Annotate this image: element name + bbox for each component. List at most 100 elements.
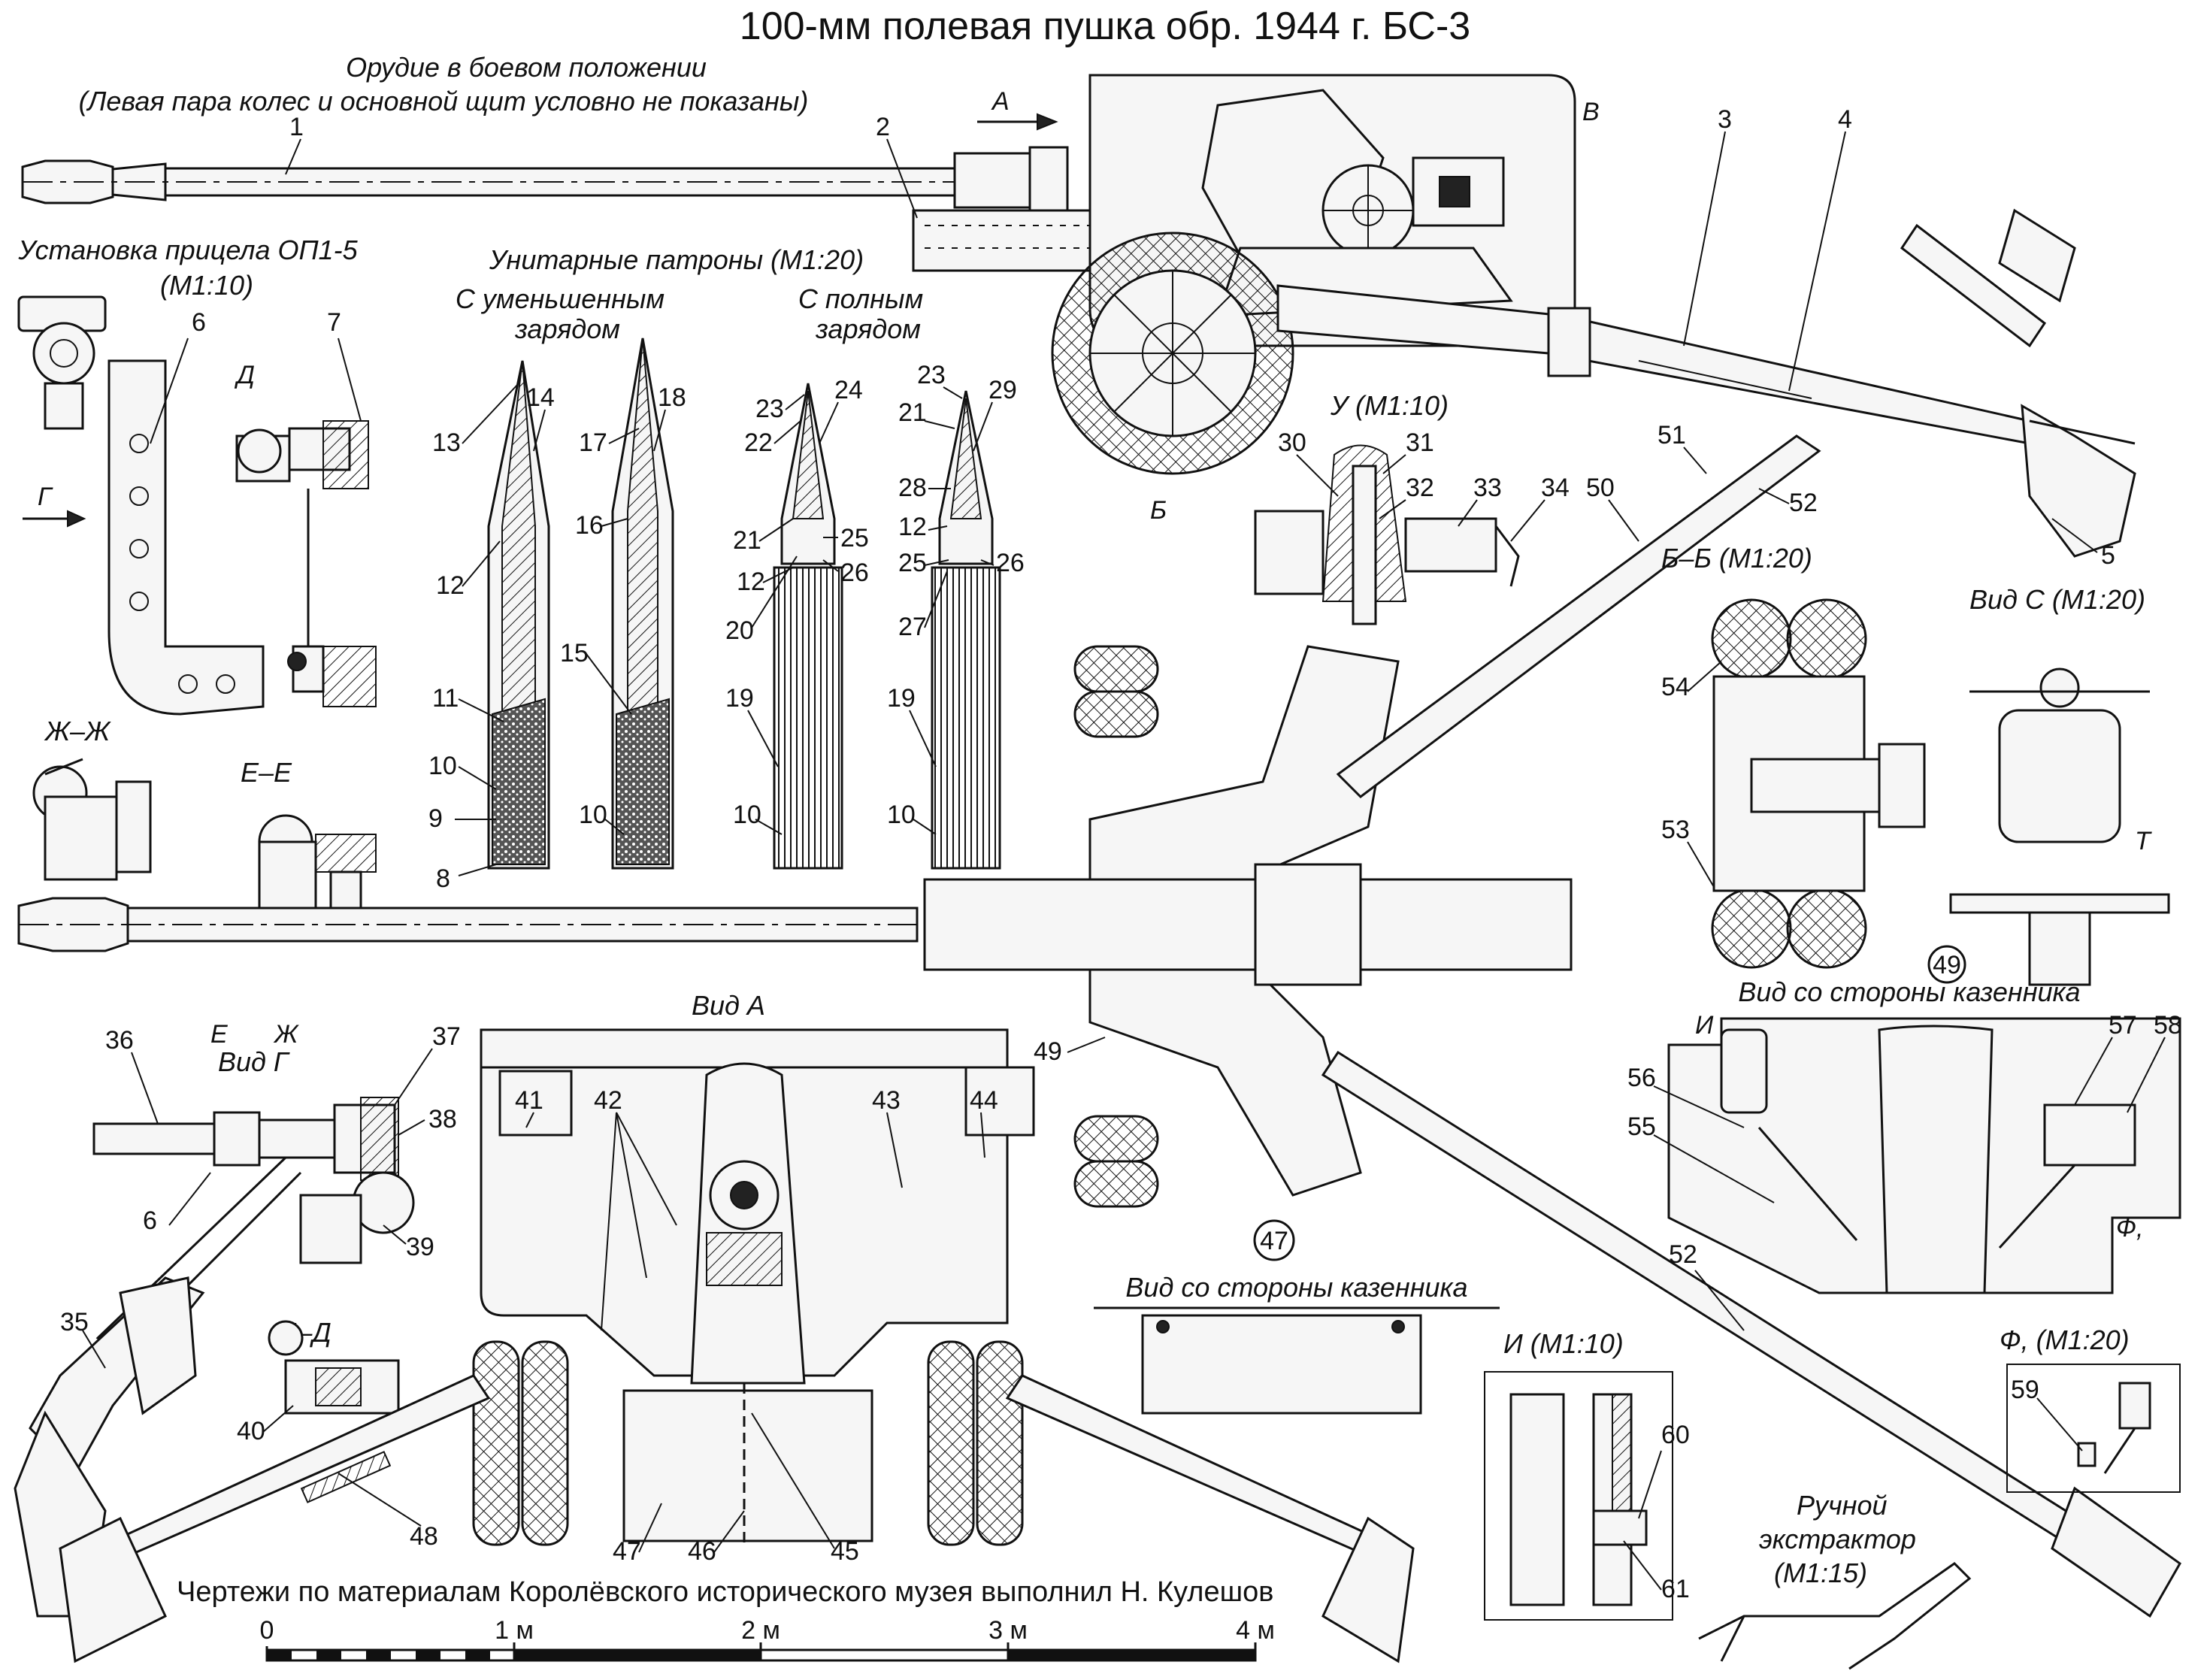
callout-41: 41 (515, 1086, 543, 1115)
callout-5: 5 (2101, 541, 2115, 570)
mark-d: Д (234, 361, 255, 389)
view-zhzh-label: Ж–Ж (44, 716, 111, 746)
callout-3: 3 (1718, 105, 1732, 134)
section-bb-drawing (1711, 598, 1926, 969)
callout-51: 51 (1657, 421, 1686, 450)
arrow-a-head (1037, 113, 1058, 131)
callout-49: 49 (1034, 1037, 1062, 1066)
subtitle-line-2: (Левая пара колес и основной щит условно… (79, 86, 809, 117)
view-u-label: У (М1:10) (1330, 390, 1449, 421)
callout-52-bottom: 52 (1669, 1240, 1697, 1269)
view-g-drawing (92, 1097, 415, 1355)
callout-19: 19 (725, 684, 754, 713)
drawing-title: 100-мм полевая пушка обр. 1944 г. БС-3 (740, 5, 1470, 48)
callout-21b: 21 (898, 398, 927, 427)
callout-39: 39 (406, 1233, 434, 1261)
callout-28: 28 (898, 474, 927, 502)
view-breech-49-label: Вид со стороны казенника (1738, 976, 2080, 1007)
view-a-label: Вид А (692, 990, 765, 1021)
detail-f-drawing (2006, 1364, 2181, 1493)
circled-49: 49 (1927, 945, 1966, 984)
callout-23b: 23 (917, 361, 946, 389)
view-i-label: И (М1:10) (1503, 1328, 1624, 1359)
callout-54: 54 (1661, 673, 1690, 701)
callout-10d: 10 (887, 801, 916, 829)
section-dd-drawing (268, 1320, 400, 1415)
callout-40: 40 (237, 1417, 265, 1445)
svg-text:47: 47 (1260, 1227, 1288, 1255)
view-f-label: Ф, (М1:20) (2000, 1324, 2130, 1355)
callout-30: 30 (1278, 428, 1306, 457)
callout-17: 17 (579, 428, 607, 457)
callout-46: 46 (688, 1537, 716, 1566)
callout-44: 44 (970, 1086, 998, 1115)
detail-i-drawing (1484, 1371, 1673, 1621)
callout-26: 26 (840, 558, 869, 587)
mark-t: Т (2135, 827, 2152, 855)
callout-33: 33 (1473, 474, 1502, 502)
callout-56: 56 (1627, 1064, 1656, 1092)
callout-52-top: 52 (1789, 489, 1818, 517)
callout-16: 16 (575, 511, 604, 540)
callout-27: 27 (898, 613, 927, 641)
mark-v: В (1582, 98, 1600, 126)
sight-mount-drawing (17, 295, 265, 716)
callout-21: 21 (733, 526, 761, 555)
view-bb-label: Б–Б (М1:20) (1661, 543, 1812, 574)
callout-36: 36 (105, 1026, 134, 1055)
view-g-arm (14, 1276, 205, 1618)
side-view-barrel (21, 146, 1069, 215)
callout-19b: 19 (887, 684, 916, 713)
callout-42: 42 (594, 1086, 622, 1115)
credit-line: Чертежи по материалам Королёвского истор… (177, 1576, 1273, 1608)
callout-14: 14 (526, 383, 555, 412)
round-full-he (931, 390, 1001, 870)
callout-24: 24 (834, 376, 863, 404)
arrow-a-label: А (991, 87, 1010, 116)
callout-59: 59 (2011, 1376, 2039, 1404)
round-reduced-he (487, 360, 550, 870)
extractor-label-3: (М1:15) (1774, 1557, 1867, 1588)
extractor-label-2: экстрактор (1759, 1524, 1916, 1554)
full-charge-line-2: зарядом (815, 313, 921, 344)
plan-view-carriage (923, 434, 2181, 1618)
plan-view-barrel (17, 897, 1428, 952)
extractor-label-1: Ручной (1797, 1490, 1888, 1521)
callout-13: 13 (432, 428, 461, 457)
arrow-g-label: Г (38, 483, 53, 511)
callout-34: 34 (1541, 474, 1570, 502)
callout-10: 10 (428, 752, 457, 780)
view-a-drawing (472, 1028, 1035, 1548)
callout-57: 57 (2109, 1011, 2137, 1040)
callout-10c: 10 (733, 801, 761, 829)
view-g-label: Вид Г (218, 1046, 290, 1077)
breech-47-drawing (1141, 1314, 1422, 1415)
callout-6: 6 (192, 308, 206, 337)
callout-23: 23 (755, 395, 784, 423)
circled-47: 47 (1253, 1219, 1295, 1261)
callout-60: 60 (1661, 1421, 1690, 1449)
callout-11: 11 (432, 684, 459, 713)
scale-label-1: 1 м (495, 1616, 534, 1645)
mark-i: И (1695, 1011, 1714, 1040)
view-c-label: Вид С (М1:20) (1969, 584, 2145, 615)
callout-61: 61 (1661, 1575, 1690, 1603)
view-sight-label: Установка прицела ОП1-5 (17, 235, 358, 265)
callout-25: 25 (840, 524, 869, 552)
callout-22: 22 (744, 428, 773, 457)
callout-37: 37 (432, 1022, 461, 1051)
callout-1: 1 (289, 113, 304, 141)
breech-49-drawing (1667, 1017, 2181, 1294)
detail-u-drawing (1254, 444, 1520, 625)
callout-38: 38 (428, 1105, 457, 1134)
section-zhzh-drawing (32, 758, 152, 881)
reduced-charge-line-2: зарядом (514, 313, 620, 344)
mark-e: Е (210, 1020, 228, 1049)
scale-label-3: 3 м (988, 1616, 1028, 1645)
callout-58: 58 (2154, 1011, 2182, 1040)
callout-12: 12 (436, 571, 465, 600)
mark-b-top: Б (1150, 496, 1167, 525)
view-a-trails (59, 1374, 1415, 1663)
view-ee-label: Е–Е (241, 757, 292, 788)
